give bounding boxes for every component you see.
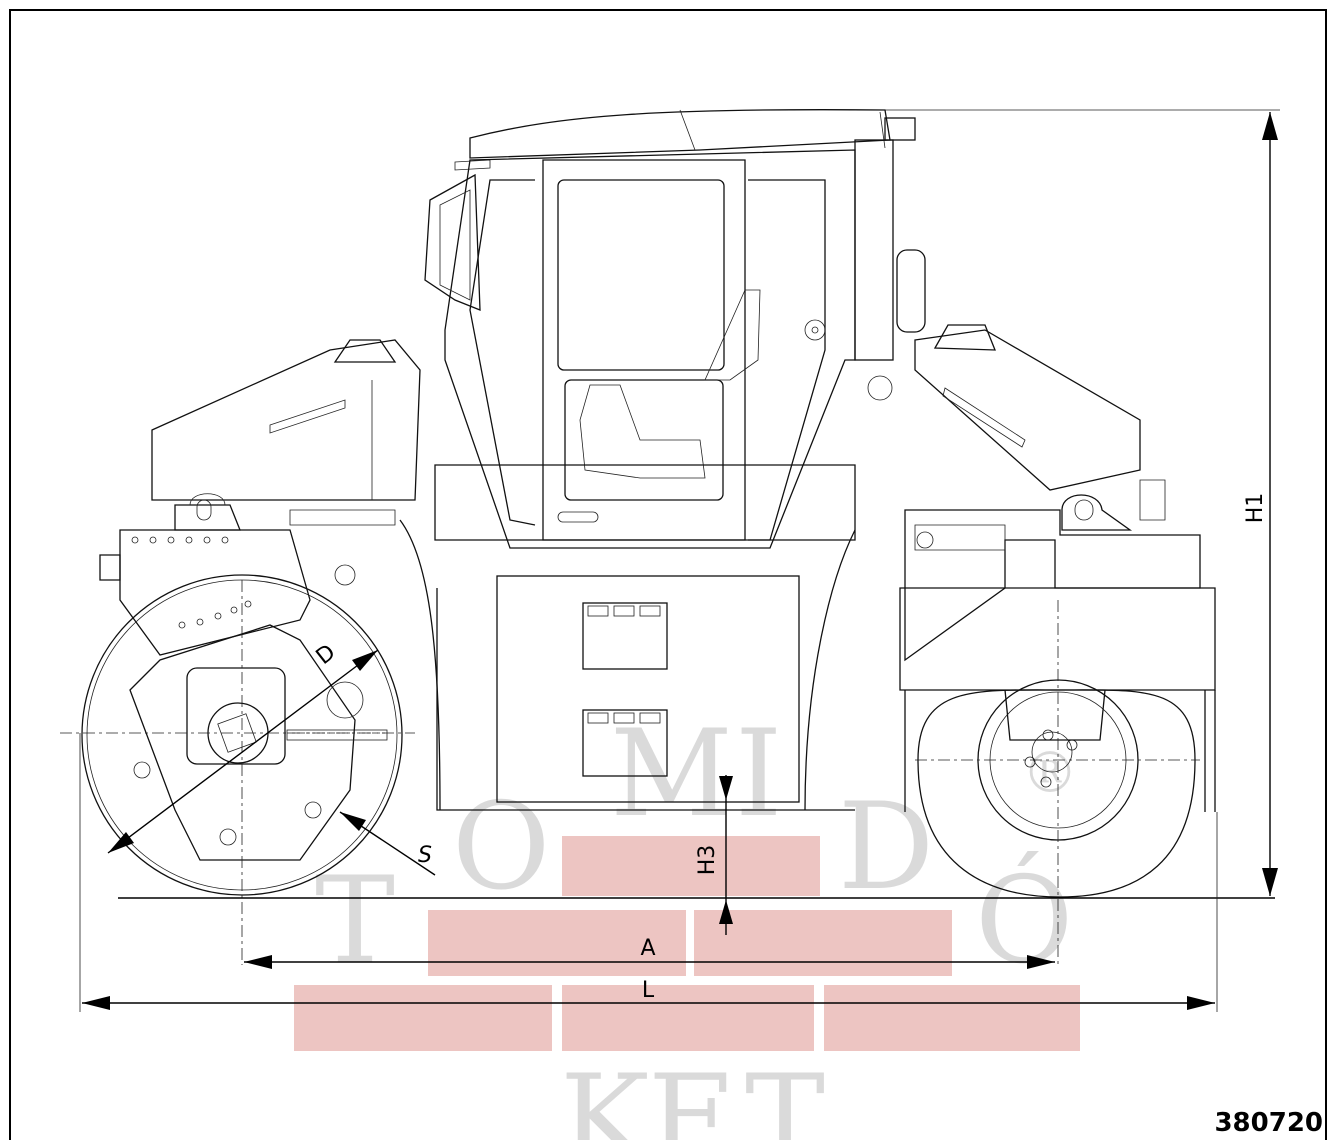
beacon [884, 117, 916, 141]
watermark-brick [294, 985, 552, 1051]
watermark-brick [562, 985, 814, 1051]
engine-box [496, 575, 800, 803]
vent-upper [582, 602, 668, 670]
vent-lower [582, 709, 668, 777]
watermark-letter: Ó [975, 851, 1073, 991]
rear-frame [904, 509, 1201, 662]
rear-fender [899, 587, 1216, 691]
d-dimension [107, 649, 379, 854]
watermark-letter: T [745, 1050, 825, 1140]
figure-number: 380720 [1214, 1108, 1323, 1138]
drum-plate [129, 624, 356, 861]
watermark-letter: ® [1022, 741, 1078, 806]
dimension-lines [79, 109, 1280, 1012]
front-hood [151, 339, 421, 501]
cab-door [542, 159, 746, 541]
rear-window [748, 179, 826, 541]
watermark: M I ® O D T Ó K F T [294, 705, 1080, 1144]
side-mirror [896, 249, 926, 333]
door-window-upper [557, 179, 725, 371]
l-label: L [642, 978, 655, 1003]
watermark-brick [824, 985, 1080, 1051]
watermark-brick [428, 910, 686, 976]
watermark-letter: K [560, 1050, 652, 1140]
watermark-letter: M [610, 705, 733, 844]
h1-label: H1 [1243, 493, 1268, 524]
page-frame [9, 9, 1327, 1144]
watermark-letter: O [452, 778, 550, 917]
d-label: D [312, 640, 341, 670]
watermark-letter: T [315, 852, 395, 991]
watermark-brick [694, 910, 952, 976]
watermark-letter: F [648, 1050, 731, 1140]
rear-pillar [854, 139, 894, 361]
cab-body [444, 149, 856, 549]
s-label: S [418, 843, 432, 868]
cab-roof [469, 109, 891, 159]
door-handle [557, 511, 599, 523]
watermark-brick [562, 836, 820, 896]
chassis-upper [434, 464, 856, 541]
front-cap [333, 339, 397, 363]
front-window [469, 179, 536, 526]
grab-rail [424, 173, 481, 311]
operator-seat [579, 384, 706, 479]
watermark-letter: D [838, 778, 934, 917]
h3-label: H3 [695, 845, 720, 876]
door-window-lower [564, 379, 724, 501]
front-frame [119, 529, 311, 656]
watermark-letter: I [735, 705, 782, 844]
a-label: A [640, 936, 655, 961]
rear-cap [933, 324, 996, 351]
center-lines [60, 580, 1200, 965]
rear-hood [914, 329, 1141, 491]
